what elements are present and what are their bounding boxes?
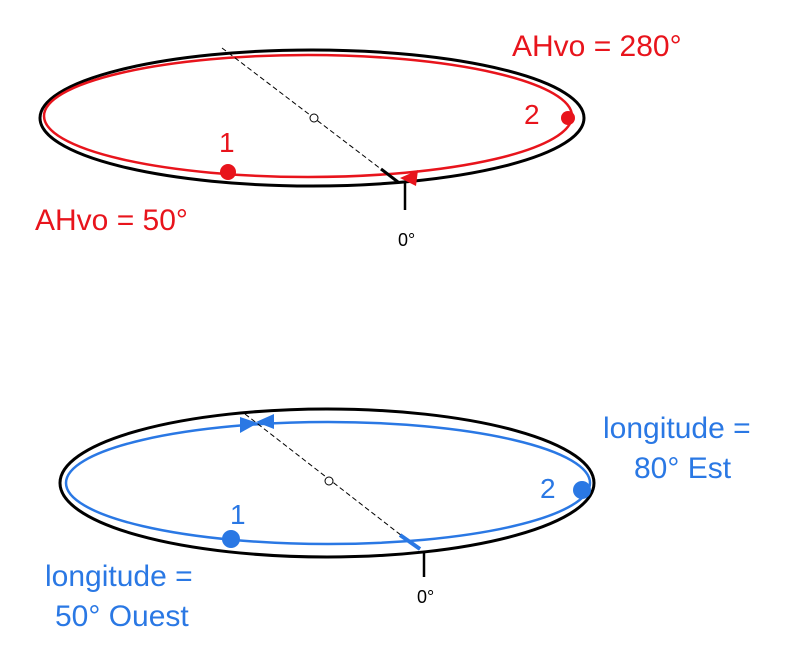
blue-orbit bbox=[64, 420, 592, 546]
outer-ellipse bbox=[58, 407, 596, 559]
dashed-axis bbox=[244, 413, 425, 554]
point-1 bbox=[220, 164, 236, 180]
ahvo-280-label: AHvo = 280° bbox=[512, 30, 682, 63]
center-marker bbox=[324, 476, 334, 486]
top-diagram: 1 2 AHvo = 280° AHvo = 50° 0° bbox=[35, 30, 682, 250]
point-1-label: 1 bbox=[230, 499, 246, 530]
point-2 bbox=[573, 481, 591, 499]
bottom-diagram: 1 2 longitude = 80° Est longitude = 50° … bbox=[45, 407, 751, 633]
red-orbit bbox=[42, 53, 574, 179]
longitude-east-label-line2: 80° Est bbox=[634, 452, 732, 485]
arrow-left-icon bbox=[400, 170, 418, 186]
point-2 bbox=[561, 111, 575, 125]
outer-ellipse bbox=[38, 48, 586, 188]
point-1-label: 1 bbox=[219, 127, 235, 158]
arrow-left-icon bbox=[256, 414, 274, 429]
tick-mark bbox=[380, 167, 399, 184]
zero-label: 0° bbox=[398, 230, 415, 250]
longitude-west-label-line1: longitude = bbox=[45, 560, 193, 593]
point-2-label: 2 bbox=[524, 99, 540, 130]
arrow-right-icon bbox=[240, 417, 258, 433]
longitude-west-label-line2: 50° Ouest bbox=[55, 600, 189, 633]
ahvo-50-label: AHvo = 50° bbox=[35, 204, 188, 237]
tick-mark bbox=[398, 533, 422, 551]
point-2-label: 2 bbox=[540, 473, 556, 504]
point-1 bbox=[222, 530, 240, 548]
zero-label: 0° bbox=[417, 587, 434, 607]
dashed-axis bbox=[221, 47, 399, 183]
longitude-east-label-line1: longitude = bbox=[603, 412, 751, 445]
center-marker bbox=[309, 113, 319, 123]
